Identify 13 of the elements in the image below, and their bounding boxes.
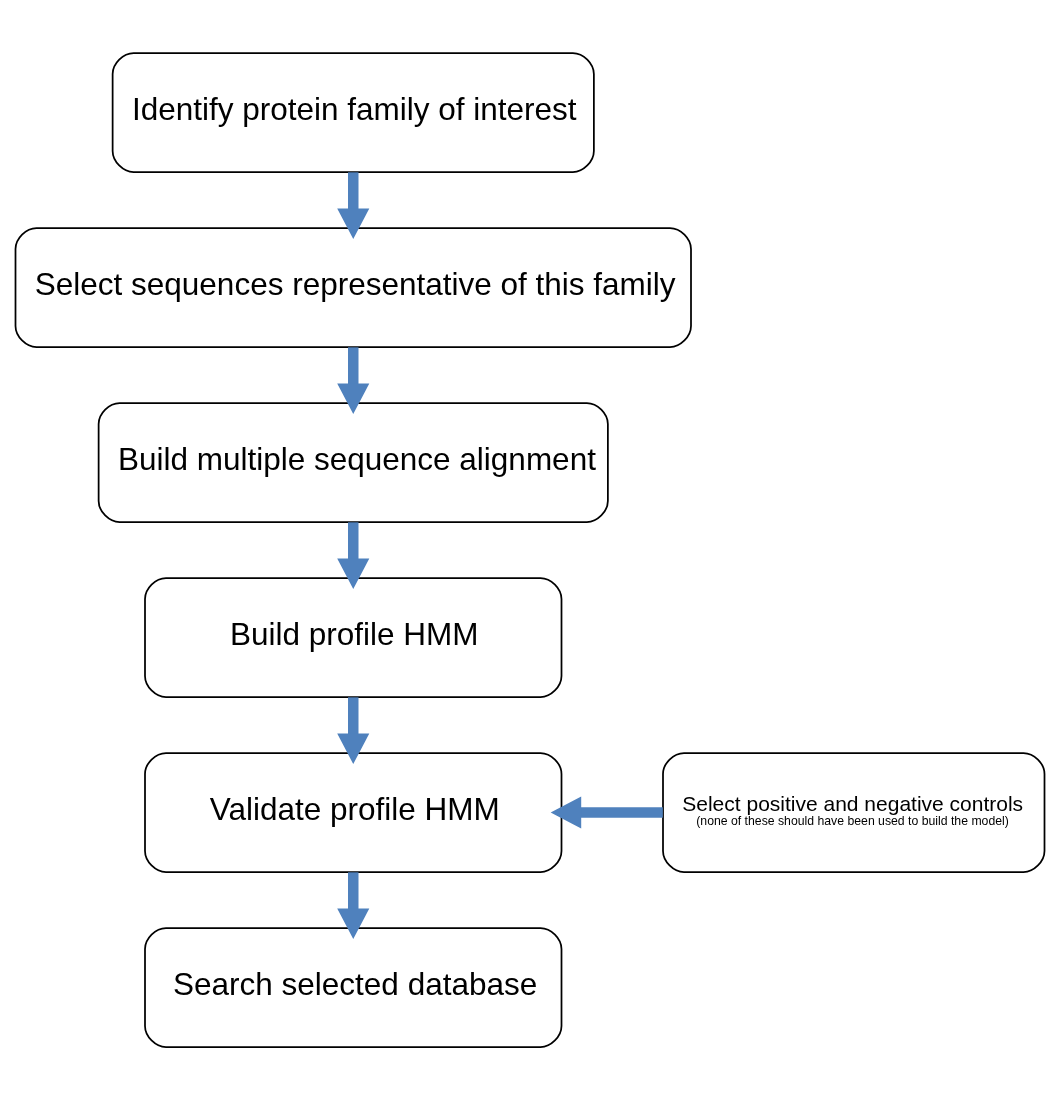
node-box: Search selected database (144, 927, 563, 1048)
arrow (337, 172, 370, 240)
node-box: Build multiple sequence alignment (97, 402, 609, 523)
node-box: Identify protein family of interest (111, 52, 595, 173)
arrow (337, 347, 370, 415)
node-box: Select positive and negative controls (none of these should have been used to build the model) (662, 752, 1046, 873)
node-box: Build profile HMM (144, 577, 563, 698)
node-box: Validate profile HMM (144, 752, 563, 873)
arrow (337, 697, 370, 765)
arrow (550, 796, 663, 829)
arrow (337, 522, 370, 590)
node-box: Select sequences representative of this family (14, 227, 692, 348)
arrow (337, 872, 370, 940)
